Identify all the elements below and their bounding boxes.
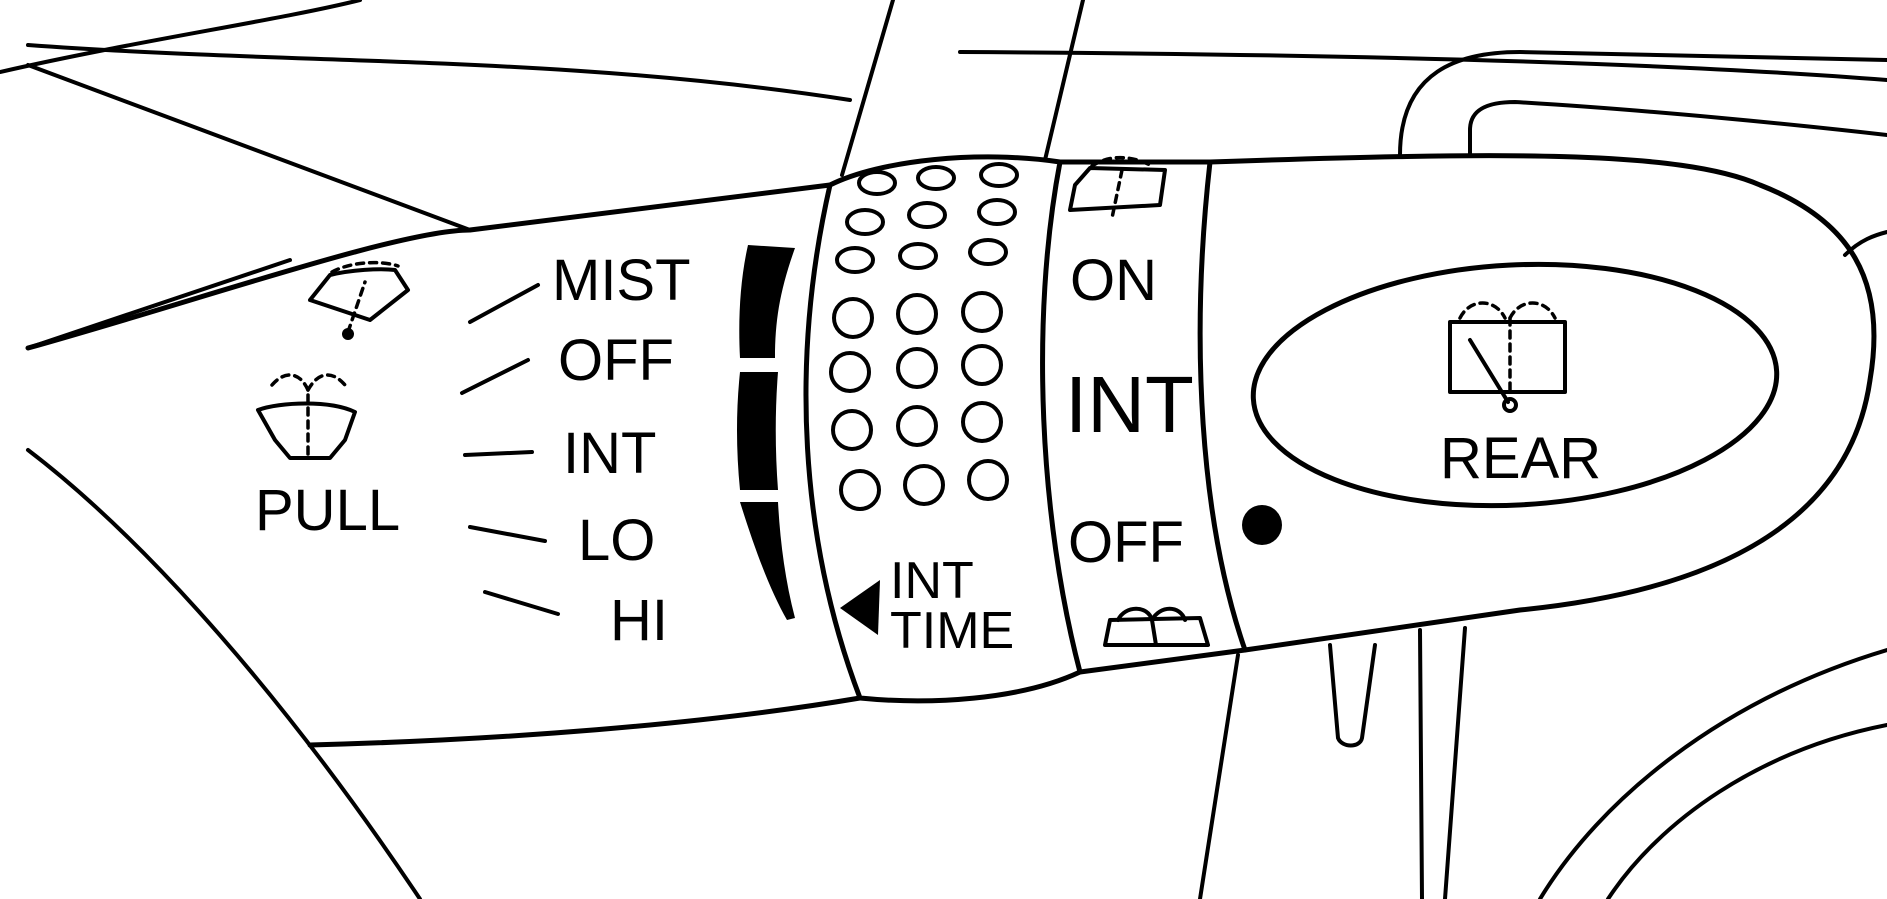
- hi-tick: [483, 590, 560, 616]
- int-tick: [463, 450, 534, 457]
- arrow-left-icon: [840, 580, 880, 635]
- position-off-label: OFF: [558, 328, 674, 393]
- mist-tick: [468, 283, 540, 324]
- rear-ring-int-label: INT: [1065, 360, 1194, 449]
- rear-wiper-on-icon: [1068, 155, 1167, 220]
- rear-wiper-icon: [1448, 301, 1567, 413]
- rear-button-label: REAR: [1440, 426, 1601, 491]
- position-hi-label: HI: [610, 588, 668, 653]
- grip-dots: [829, 162, 1019, 511]
- lo-tick: [468, 525, 547, 543]
- rear-ring-on-label: ON: [1070, 248, 1157, 313]
- position-mist-label: MIST: [552, 248, 691, 313]
- washer-icon: [256, 373, 357, 462]
- position-indicator-bar: [737, 245, 795, 620]
- int-time-label-int: INT: [890, 552, 974, 610]
- rear-button[interactable]: REAR: [1247, 251, 1783, 518]
- rear-ring-off-label: OFF: [1068, 510, 1184, 575]
- off-tick: [460, 358, 530, 395]
- rear-washer-icon: [1103, 606, 1210, 647]
- pull-label: PULL: [255, 478, 400, 543]
- position-int-label: INT: [563, 421, 656, 486]
- rear-ring[interactable]: ON INT OFF: [1065, 155, 1282, 647]
- int-time-ring[interactable]: INT TIME: [829, 162, 1019, 660]
- stalk-outline: [25, 153, 1877, 748]
- position-lo-label: LO: [578, 508, 655, 573]
- int-time-label-time: TIME: [890, 602, 1014, 660]
- front-wiper-mist-icon: [308, 260, 410, 340]
- left-knob: MIST OFF INT LO HI PULL: [255, 248, 691, 653]
- position-dot: [1242, 505, 1282, 545]
